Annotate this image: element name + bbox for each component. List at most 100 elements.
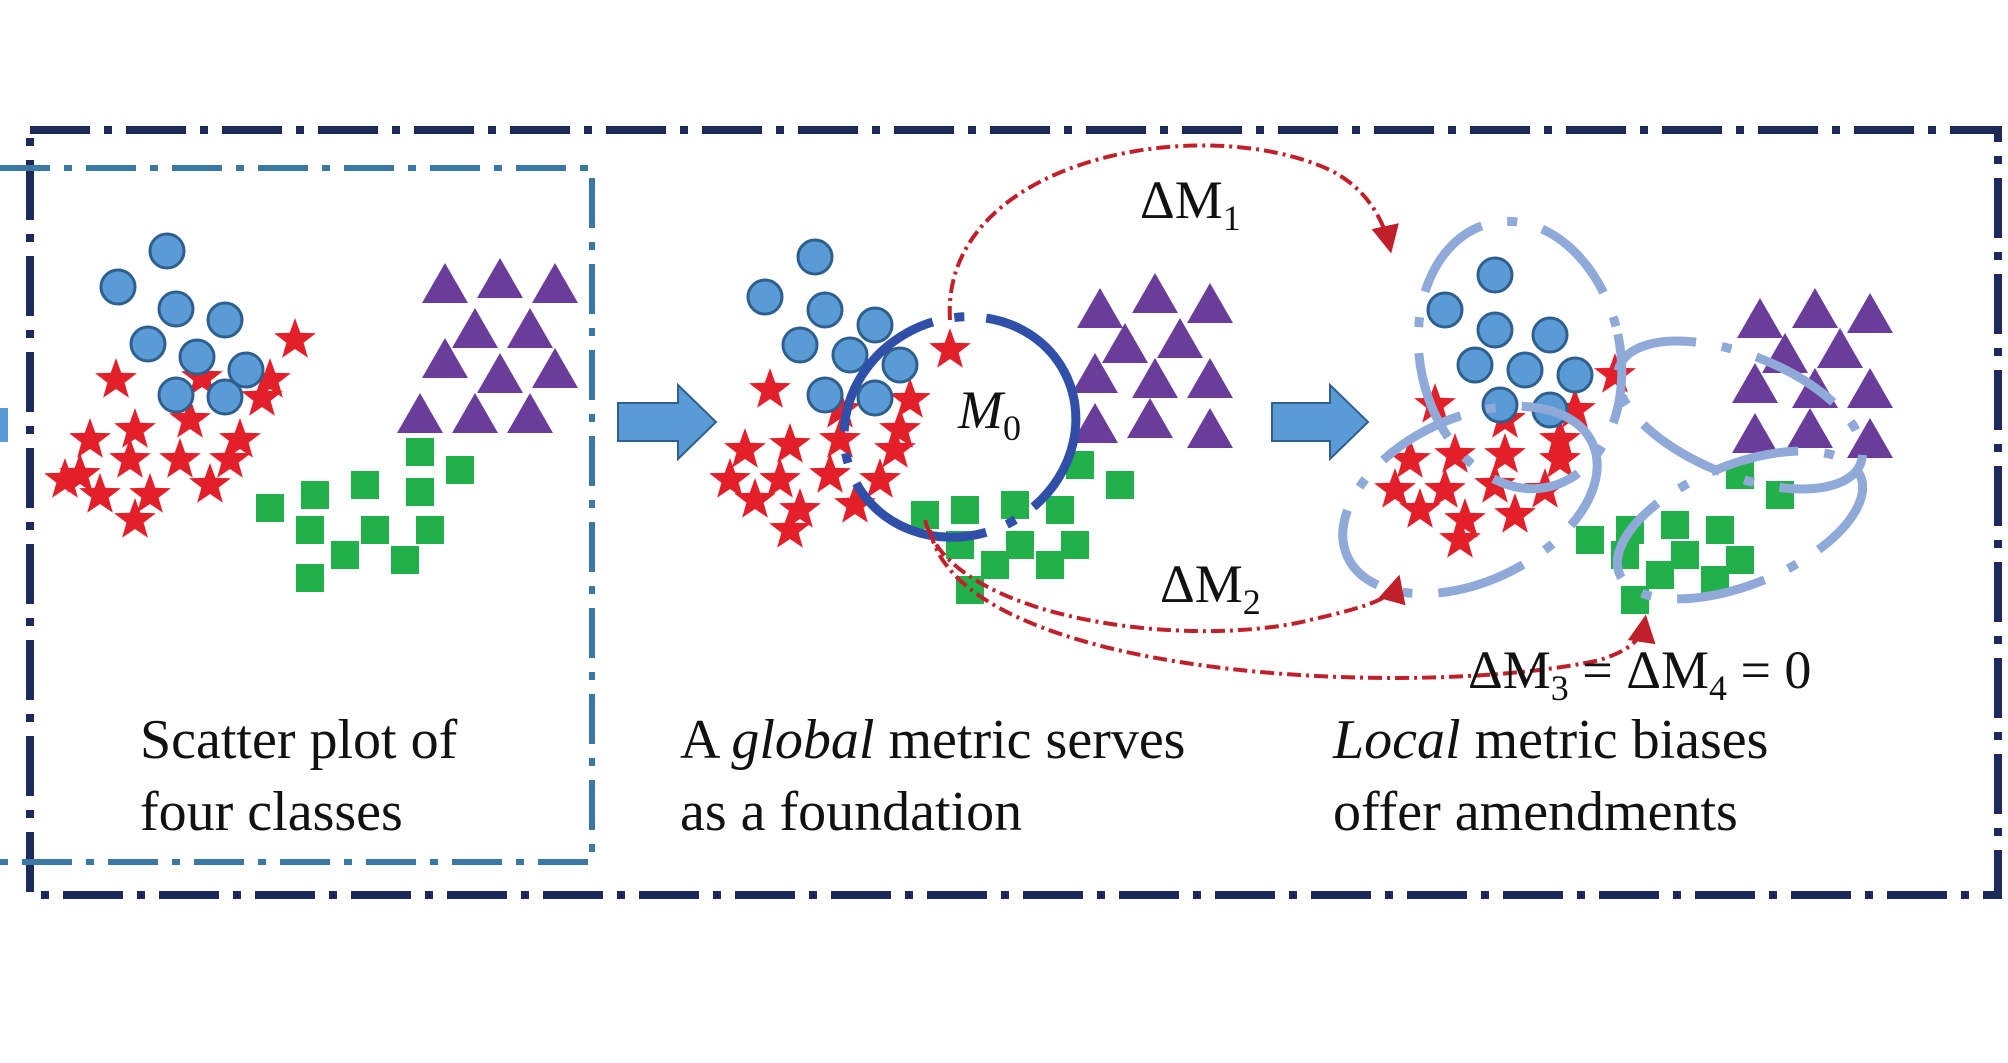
- panel3-caption-line2: offer amendments: [1333, 781, 1738, 843]
- square-marker: [1576, 526, 1604, 554]
- star-marker: [734, 478, 776, 518]
- star-marker: [59, 453, 101, 493]
- star-marker: [219, 418, 261, 458]
- triangle-marker: [1737, 298, 1783, 338]
- star-marker: [189, 463, 231, 503]
- star-marker: [241, 376, 283, 416]
- star-marker: [209, 438, 251, 478]
- star-marker: [759, 458, 801, 498]
- triangle-marker: [507, 308, 553, 348]
- circle-marker: [746, 278, 784, 316]
- square-marker: [1106, 471, 1134, 499]
- right-arrow-icon: [617, 382, 718, 462]
- panel2-caption-line2: as a foundation: [680, 781, 1022, 843]
- triangle-marker: [1132, 358, 1178, 398]
- star-marker: [1539, 438, 1581, 478]
- star-marker: [114, 498, 156, 538]
- circle-marker: [856, 379, 894, 417]
- triangle-marker: [1787, 408, 1833, 448]
- triangle-marker: [1732, 363, 1778, 403]
- star-marker: [724, 428, 766, 468]
- panel1-scatter: [44, 232, 578, 592]
- delta-m2-label: ΔM2: [1160, 554, 1261, 622]
- square-marker: [1706, 516, 1734, 544]
- square-marker: [951, 496, 979, 524]
- triangle-marker: [477, 258, 523, 298]
- circle-marker: [1456, 346, 1494, 384]
- right-arrow-icon: [1271, 382, 1370, 462]
- square-marker: [296, 516, 324, 544]
- delta-m2-curve: [923, 519, 1406, 634]
- square-marker: [1671, 541, 1699, 569]
- star-marker: [1439, 518, 1481, 558]
- square-marker: [361, 516, 389, 544]
- square-marker: [296, 564, 324, 592]
- circle-marker: [806, 376, 844, 414]
- circle-marker: [1531, 316, 1569, 354]
- panel1-caption-line2: four classes: [140, 781, 403, 843]
- star-marker: [109, 438, 151, 478]
- star-marker: [819, 388, 861, 428]
- circle-marker: [157, 290, 195, 328]
- star-marker: [1494, 493, 1536, 533]
- triangle-marker: [397, 393, 443, 433]
- local-metric-ellipse-circles: [1413, 216, 1627, 494]
- star-marker: [159, 438, 201, 478]
- triangle-marker: [1847, 293, 1893, 333]
- triangle-marker: [1077, 288, 1123, 328]
- square-marker: [416, 516, 444, 544]
- triangle-marker: [422, 338, 468, 378]
- triangle-marker: [1157, 318, 1203, 358]
- square-marker: [256, 494, 284, 522]
- star-marker: [129, 473, 171, 513]
- circle-marker: [206, 301, 244, 339]
- star-marker: [769, 423, 811, 463]
- star-marker: [95, 358, 137, 398]
- panel2-caption-line1: A global metric serves: [680, 709, 1185, 771]
- circle-marker: [227, 351, 265, 389]
- circle-marker: [1556, 356, 1594, 394]
- triangle-marker: [1187, 408, 1233, 448]
- star-marker: [889, 378, 931, 418]
- star-marker: [879, 408, 921, 448]
- square-marker: [406, 478, 434, 506]
- square-marker: [1061, 531, 1089, 559]
- triangle-marker: [477, 353, 523, 393]
- global-metric-ellipse: [839, 312, 1081, 542]
- star-marker: [929, 328, 971, 368]
- star-marker: [1424, 468, 1466, 508]
- star-marker: [1414, 383, 1456, 423]
- triangle-marker: [1817, 328, 1863, 368]
- triangle-marker: [1132, 273, 1178, 313]
- triangle-marker: [532, 348, 578, 388]
- star-marker: [1539, 418, 1581, 458]
- square-marker: [1036, 551, 1064, 579]
- triangle-marker: [422, 263, 468, 303]
- circle-marker: [781, 326, 819, 364]
- star-marker: [819, 418, 861, 458]
- star-marker: [114, 408, 156, 448]
- panel2-scatter: [709, 238, 1233, 604]
- local-metric-ellipse-stars: [1338, 401, 1602, 599]
- triangle-marker: [1732, 413, 1778, 453]
- star-marker: [1484, 433, 1526, 473]
- star-marker: [874, 428, 916, 468]
- square-marker: [1006, 531, 1034, 559]
- star-marker: [274, 318, 316, 358]
- circle-marker: [806, 291, 844, 329]
- triangle-marker: [1847, 418, 1893, 458]
- star-marker: [1434, 433, 1476, 473]
- star-marker: [769, 508, 811, 548]
- circle-marker: [1476, 311, 1514, 349]
- square-marker: [1661, 511, 1689, 539]
- left-edge-arrow-stub: [0, 408, 8, 442]
- panel1-caption-line1: Scatter plot of: [140, 709, 458, 771]
- circle-marker: [796, 238, 834, 276]
- triangle-marker: [1102, 323, 1148, 363]
- square-marker: [981, 551, 1009, 579]
- triangle-marker: [1187, 283, 1233, 323]
- square-marker: [1046, 496, 1074, 524]
- star-marker: [1554, 388, 1596, 428]
- delta-m34-label: ΔM3 = ΔM4 = 0: [1468, 640, 1811, 708]
- star-marker: [249, 358, 291, 398]
